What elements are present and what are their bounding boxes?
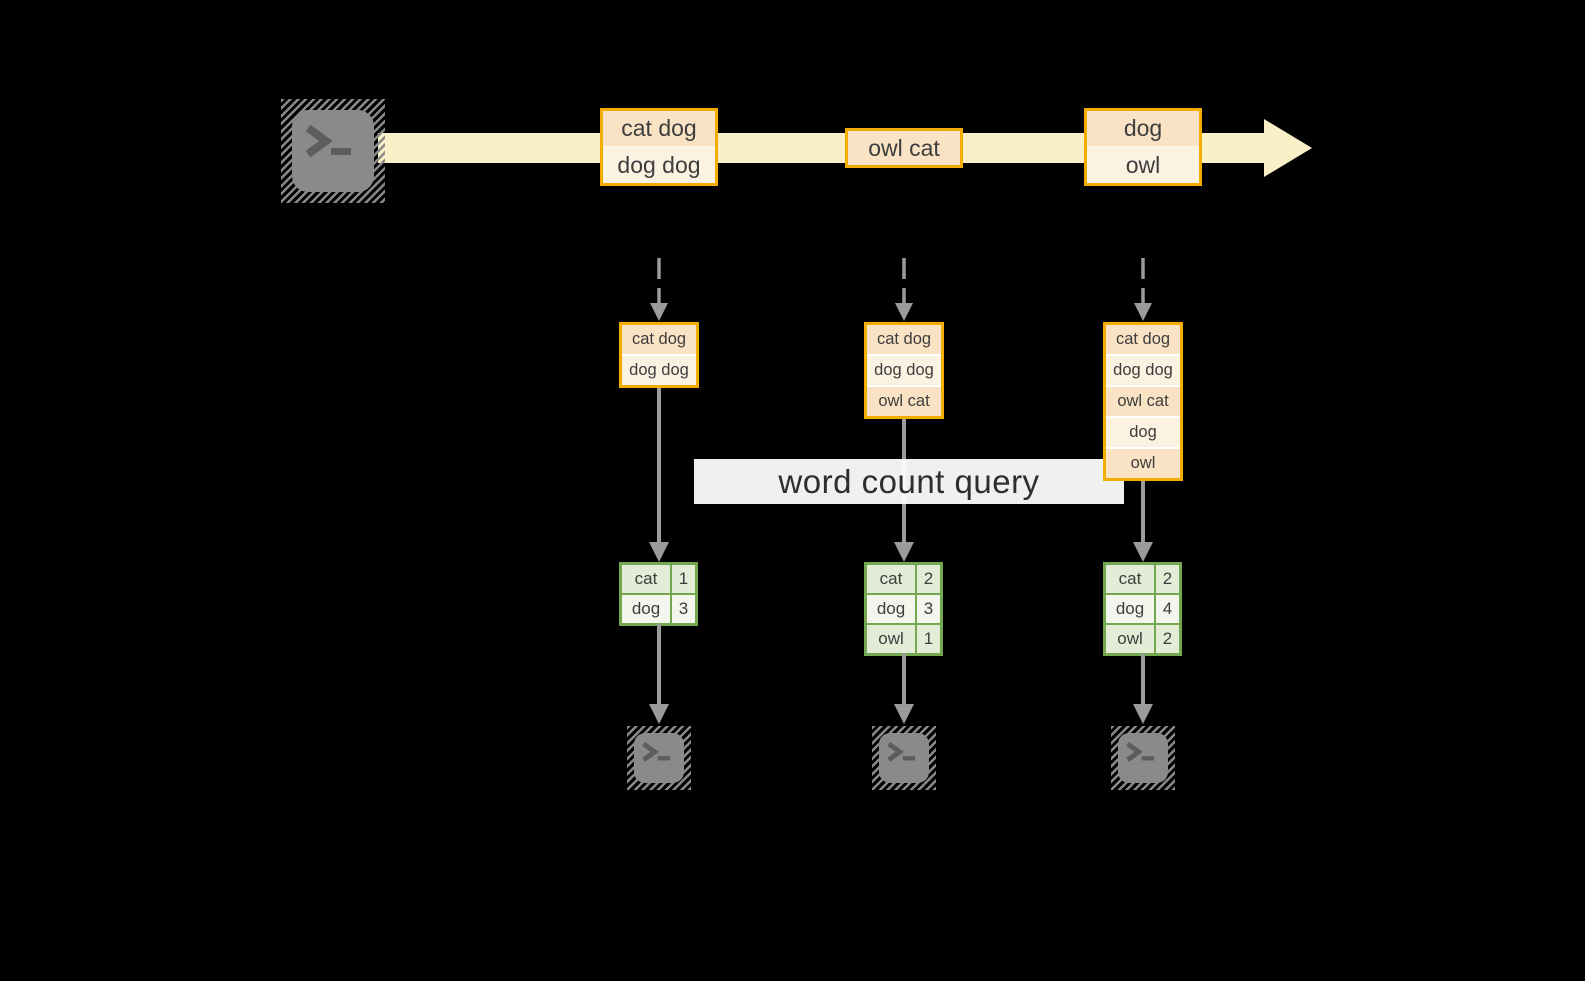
stream-message-box: dog owl [1084,108,1202,186]
query-arrow-icon [649,386,669,562]
query-arrow-icon [1133,480,1153,562]
message-cell: dog dog [603,148,715,183]
state-buffer: cat dog dog dog owl cat [864,322,944,419]
word-count-table: cat 1 dog 3 [619,562,698,626]
buffer-cell: dog dog [867,356,941,385]
terminal-prompt-icon [642,741,671,762]
count-cell: 2 [917,565,940,593]
sink-terminal-icon [627,726,691,790]
message-cell: dog [1087,111,1199,146]
message-cell: cat dog [603,111,715,146]
source-terminal-icon [281,99,385,203]
stream-message-box: owl cat [845,128,963,168]
ingest-arrow-icon [650,258,668,321]
buffer-cell: dog dog [622,356,696,385]
message-cell: owl [1087,148,1199,183]
output-arrow-icon [649,624,669,724]
sink-terminal-icon [1111,726,1175,790]
word-cell: dog [1106,595,1154,623]
sink-terminal-icon [872,726,936,790]
ingest-arrow-icon [895,258,913,321]
ingest-arrow-icon [1134,258,1152,321]
count-cell: 4 [1156,595,1179,623]
count-cell: 2 [1156,565,1179,593]
count-cell: 1 [917,625,940,653]
word-count-table: cat 2 dog 4 owl 2 [1103,562,1182,656]
buffer-cell: dog [1106,418,1180,447]
buffer-cell: owl cat [1106,387,1180,416]
terminal-screen [1118,733,1168,783]
terminal-prompt-icon [1126,741,1155,762]
count-cell: 3 [917,595,940,623]
stream-arrowhead-icon [1264,119,1312,177]
word-cell: cat [867,565,915,593]
terminal-screen [292,110,374,192]
query-banner-label: word count query [778,462,1040,500]
terminal-prompt-icon [305,124,351,158]
buffer-cell: dog dog [1106,356,1180,385]
terminal-prompt-icon [887,741,916,762]
output-arrow-icon [1133,654,1153,724]
count-cell: 1 [672,565,695,593]
word-cell: cat [622,565,670,593]
count-cell: 3 [672,595,695,623]
terminal-screen [634,733,684,783]
buffer-cell: owl cat [867,387,941,416]
query-banner: word count query [694,459,1124,504]
buffer-cell: cat dog [622,325,696,354]
terminal-screen [879,733,929,783]
word-cell: owl [1106,625,1154,653]
buffer-cell: owl [1106,449,1180,478]
buffer-cell: cat dog [1106,325,1180,354]
buffer-cell: cat dog [867,325,941,354]
output-arrow-icon [894,654,914,724]
word-cell: dog [622,595,670,623]
word-cell: owl [867,625,915,653]
word-cell: dog [867,595,915,623]
word-count-table: cat 2 dog 3 owl 1 [864,562,943,656]
word-cell: cat [1106,565,1154,593]
message-cell: owl cat [848,131,960,165]
stream-message-box: cat dog dog dog [600,108,718,186]
state-buffer: cat dog dog dog owl cat dog owl [1103,322,1183,481]
state-buffer: cat dog dog dog [619,322,699,388]
count-cell: 2 [1156,625,1179,653]
